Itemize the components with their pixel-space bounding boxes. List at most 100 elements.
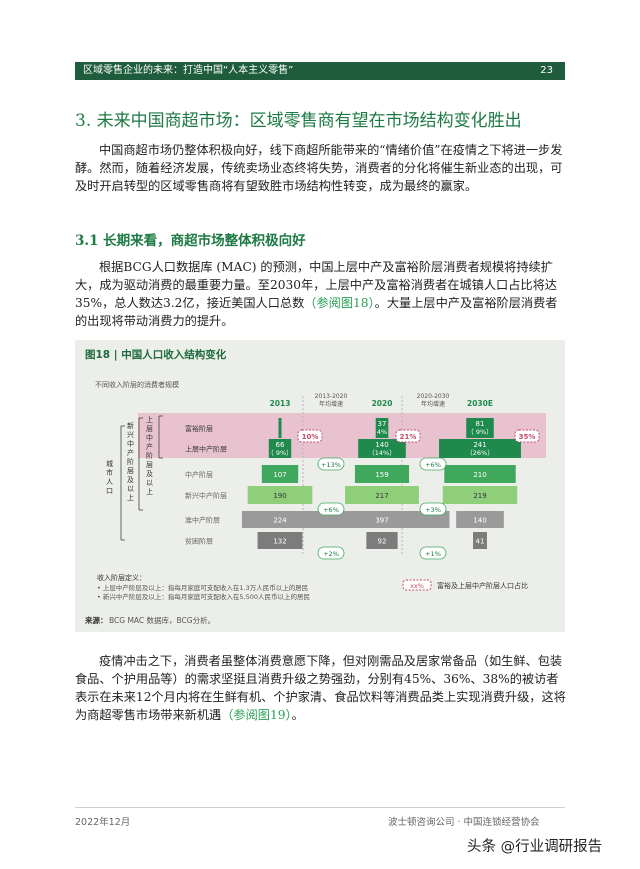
legend-label: 富裕及上层中产阶层人口占比: [437, 581, 528, 590]
bar-value-label: 224: [273, 517, 287, 525]
bar-value-label: 159: [375, 471, 388, 479]
header-bar: 区域零售企业的未来：打造中国“人本主义零售” 23: [75, 62, 565, 80]
bar-value-label: 66: [276, 441, 285, 449]
year-label: 2020: [372, 399, 393, 408]
growth-pill: [419, 502, 447, 516]
footer-divider: [75, 807, 565, 808]
bar-value-label: 217: [375, 492, 388, 500]
bar-upper_middle: [439, 439, 521, 458]
figure-18-link[interactable]: （参阅图18）: [304, 296, 375, 310]
growth-pill-text: +3%: [425, 506, 441, 514]
bar-value-label: 41: [476, 538, 485, 546]
definition-upper-middle: • 上层中产阶层及以上：指每月家庭可支配收入在1.3万人民币以上的居民: [97, 583, 308, 592]
bar-share-label: （14%）: [368, 449, 395, 457]
bar-value-label: 37: [378, 420, 387, 428]
bar-value-label: 81: [476, 420, 485, 428]
growth-header: 年均增速: [319, 400, 343, 408]
paragraph-2-text: 根据BCG人口数据库 (MAC) 的预测，中国上层中产及富裕阶层消费者规模将持续…: [75, 260, 557, 310]
tier-label: 贫困阶层: [185, 537, 213, 546]
bar-emerging: [247, 486, 313, 504]
figure-title: 图18 | 中国人口收入结构变化: [85, 349, 227, 361]
urban-population-label: 城市人口: [106, 460, 113, 495]
bar-value-label: 140: [375, 441, 388, 449]
share-badge: [395, 429, 421, 443]
share-badge-text: 10%: [302, 433, 319, 441]
bar-affluent: [375, 418, 389, 438]
footer-date: 2022年12月: [75, 817, 131, 828]
bar-share-label: （26%）: [466, 449, 493, 457]
bar-share-label: （ 9%）: [467, 428, 492, 436]
bar-value-label: 107: [273, 471, 286, 479]
legend-swatch: [402, 579, 432, 591]
bar-emerging: [442, 486, 518, 504]
bar-value-label: 241: [473, 441, 486, 449]
growth-header: 年均增速: [421, 400, 445, 408]
intro-paragraph: 中国商超市场仍整体积极向好，线下商超所能带来的“情绪价值”在疫情之下将进一步发酵…: [75, 141, 567, 195]
bar-marks: 66（ 9%）107190224132374%140（14%）159217397…: [241, 418, 521, 549]
source-text: BCG MAC 数据库，BCG分析。: [109, 615, 215, 625]
growth-pill-text: +6%: [323, 506, 339, 514]
paragraph-3-tail: 。: [291, 708, 304, 722]
bar-upper_middle: [268, 439, 292, 458]
paragraph-2-tail: 。大量上层中产及富裕阶层消费者的出现将带动消费力的提升。: [75, 296, 558, 328]
share-badge: [297, 429, 323, 443]
bar-mass: [314, 511, 450, 528]
tier-label: 准中产阶层: [185, 516, 220, 525]
bar-mass: [241, 511, 319, 528]
tier-label: 新兴中产阶层: [185, 491, 227, 500]
tier-label: 上层中产阶层: [185, 445, 227, 454]
bar-middle: [261, 465, 299, 483]
growth-pill: [317, 502, 345, 516]
share-badge-text: 35%: [519, 433, 536, 441]
bar-value-label: 210: [473, 471, 486, 479]
source-label: 来源：: [84, 615, 108, 625]
growth-pill: [419, 546, 447, 560]
growth-pill-text: +1%: [425, 550, 441, 558]
bar-affluent: [466, 418, 494, 438]
subsection-title: 3.1 长期来看，商超市场整体积极向好: [75, 233, 306, 249]
growth-pill: [419, 457, 447, 471]
growth-pill-text: +2%: [323, 550, 339, 558]
bar-poor: [473, 532, 487, 549]
growth-pill-text: +13%: [321, 461, 341, 469]
year-label: 2030E: [467, 399, 493, 408]
tier-label: 富裕阶层: [185, 424, 213, 433]
share-badge-text: 21%: [400, 433, 417, 441]
definition-emerging-middle: • 新兴中产阶层及以上：指每月家庭可支配收入在5,500人民币以上的居民: [97, 592, 310, 601]
bar-value-label: 219: [473, 492, 486, 500]
growth-pill: [317, 546, 345, 560]
bar-value-label: 397: [375, 517, 388, 525]
legend-swatch-text: xx%: [410, 582, 424, 590]
year-label: 2013: [270, 399, 291, 408]
growth-header: 2020-2030: [417, 393, 450, 400]
chart-annotations: 10% 21% 35% +13% +6% +2% +6% +3% +1%: [297, 429, 540, 560]
figure-19-link[interactable]: （参阅图19）: [221, 708, 292, 722]
intro-text: 中国商超市场仍整体积极向好，线下商超所能带来的“情绪价值”在疫情之下将进一步发酵…: [75, 143, 563, 193]
bar-share-label: （ 9%）: [267, 449, 292, 457]
income-structure-chart: 城市人口 新兴中产阶层及以上 上层中产阶层及以上 富裕阶层上层中产阶层中产阶层新…: [84, 393, 546, 625]
growth-pill: [317, 457, 345, 471]
emerging-middle-label: 新兴中产阶层及以上: [127, 421, 134, 502]
bar-share-label: 4%: [377, 428, 387, 436]
tier-label: 中产阶层: [185, 470, 213, 479]
bar-value-label: 132: [273, 538, 286, 546]
paragraph-3-text: 疫情冲击之下，消费者虽整体消费意愿下降，但对刚需品及居家常备品（如生鲜、包装食品…: [75, 654, 566, 722]
left-axis-labels: 城市人口 新兴中产阶层及以上 上层中产阶层及以上: [106, 415, 163, 541]
bar-poor: [257, 532, 303, 549]
definitions-title: 收入阶层定义：: [97, 573, 146, 582]
bar-value-label: 190: [273, 492, 286, 500]
share-badge: [514, 429, 540, 443]
paragraph-3: 疫情冲击之下，消费者虽整体消费意愿下降，但对刚需品及居家常备品（如生鲜、包装食品…: [75, 652, 567, 724]
bar-value-label: 140: [473, 517, 486, 525]
bar-poor: [366, 532, 398, 549]
growth-header: 2013-2020: [315, 393, 348, 400]
paragraph-2: 根据BCG人口数据库 (MAC) 的预测，中国上层中产及富裕阶层消费者规模将持续…: [75, 258, 567, 330]
growth-pill-text: +6%: [425, 461, 441, 469]
bar-middle: [444, 465, 516, 483]
footer-org: 波士顿咨询公司 · 中国连锁经营协会: [388, 817, 540, 828]
report-title: 区域零售企业的未来：打造中国“人本主义零售”: [83, 65, 294, 76]
section-title: 3. 未来中国商超市场：区域零售商有望在市场结构变化胜出: [75, 111, 522, 131]
bar-value-label: 92: [378, 538, 387, 546]
